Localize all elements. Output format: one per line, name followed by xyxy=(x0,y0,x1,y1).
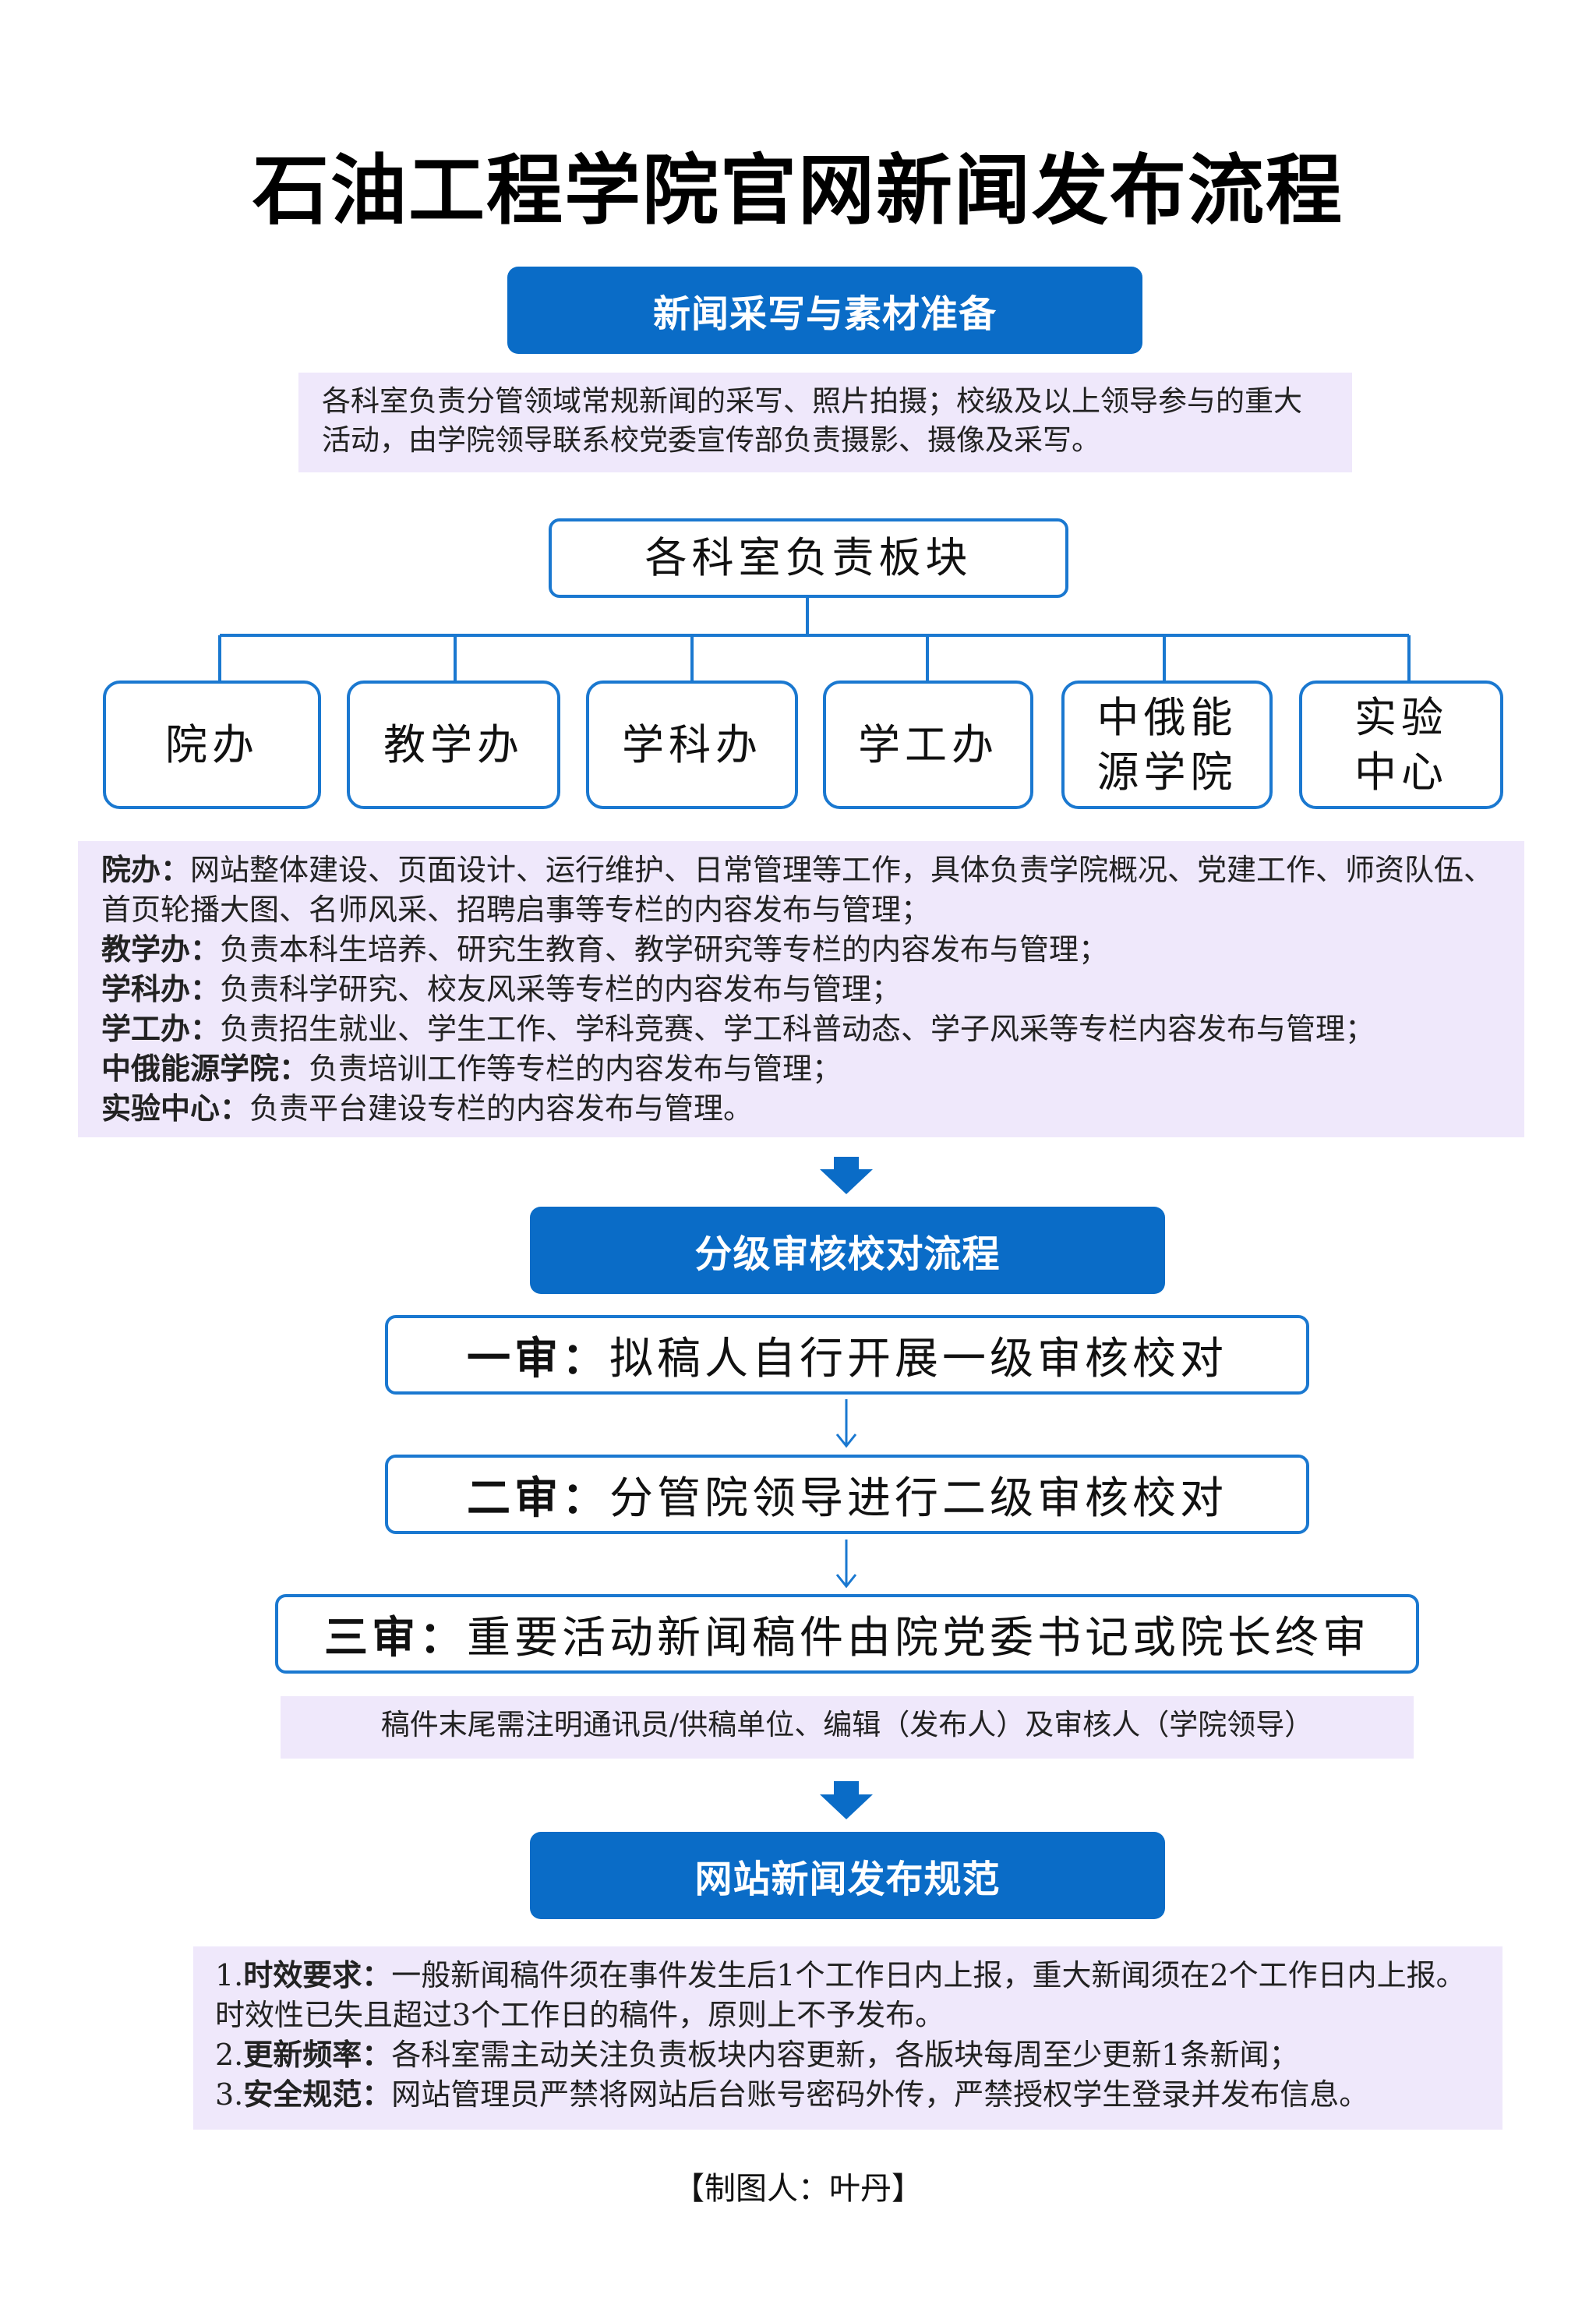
review-step-1: 一审：拟稿人自行开展一级审核校对 xyxy=(385,1315,1309,1395)
duty-item: 中俄能源学院：负责培训工作等专栏的内容发布与管理； xyxy=(101,1052,842,1086)
section-header-news-collection: 新闻采写与素材准备 xyxy=(507,267,1142,354)
review-step-2: 二审：分管院领导进行二级审核校对 xyxy=(385,1455,1309,1534)
duty-item: 学工办：负责招生就业、学生工作、学科竞赛、学工科普动态、学子风采等专栏内容发布与… xyxy=(101,1012,1375,1046)
down-arrow-icon xyxy=(820,1157,873,1194)
tree-child-xuekeban: 学科办 xyxy=(586,681,798,809)
tree-child-jiaoxueban: 教学办 xyxy=(347,681,560,809)
tree-root-box: 各科室负责板块 xyxy=(549,518,1068,598)
duty-item: 院办：网站整体建设、页面设计、运行维护、日常管理等工作，具体负责学院概况、党建工… xyxy=(101,853,1494,927)
duties-panel: 院办：网站整体建设、页面设计、运行维护、日常管理等工作，具体负责学院概况、党建工… xyxy=(78,841,1524,1137)
rule-item: 3.安全规范：网站管理员严禁将网站后台账号密码外传，严禁授权学生登录并发布信息。 xyxy=(215,2077,1369,2112)
review-step-3: 三审：重要活动新闻稿件由院党委书记或院长终审 xyxy=(275,1594,1419,1674)
duty-item: 教学办：负责本科生培养、研究生教育、教学研究等专栏的内容发布与管理； xyxy=(101,932,1109,967)
duty-item: 学科办：负责科学研究、校友风采等专栏的内容发布与管理； xyxy=(101,972,902,1006)
section-header-publishing-rules: 网站新闻发布规范 xyxy=(530,1832,1165,1919)
tree-child-sino-russian: 中俄能源学院 xyxy=(1061,681,1273,809)
review-note: 稿件末尾需注明通讯员/供稿单位、编辑（发布人）及审核人（学院领导） xyxy=(281,1696,1414,1759)
rule-item: 2.更新频率：各科室需主动关注负责板块内容更新，各版块每周至少更新1条新闻； xyxy=(215,2038,1299,2072)
section-header-review-process: 分级审核校对流程 xyxy=(530,1207,1165,1294)
tree-child-yuanban: 院办 xyxy=(103,681,321,809)
page-title: 石油工程学院官网新闻发布流程 xyxy=(252,147,1344,235)
down-arrow-icon xyxy=(820,1781,873,1819)
publishing-rules-panel: 1.时效要求：一般新闻稿件须在事件发生后1个工作日内上报，重大新闻须在2个工作日… xyxy=(193,1946,1502,2130)
rule-item: 1.时效要求：一般新闻稿件须在事件发生后1个工作日内上报，重大新闻须在2个工作日… xyxy=(215,1958,1466,2032)
tree-child-lab-center: 实验中心 xyxy=(1299,681,1503,809)
news-collection-note: 各科室负责分管领域常规新闻的采写、照片拍摄；校级及以上领导参与的重大活动，由学院… xyxy=(298,373,1352,472)
duty-item: 实验中心：负责平台建设专栏的内容发布与管理。 xyxy=(101,1091,754,1126)
author-credit: 【制图人：叶丹】 xyxy=(673,2171,923,2207)
tree-child-xuegongban: 学工办 xyxy=(823,681,1033,809)
